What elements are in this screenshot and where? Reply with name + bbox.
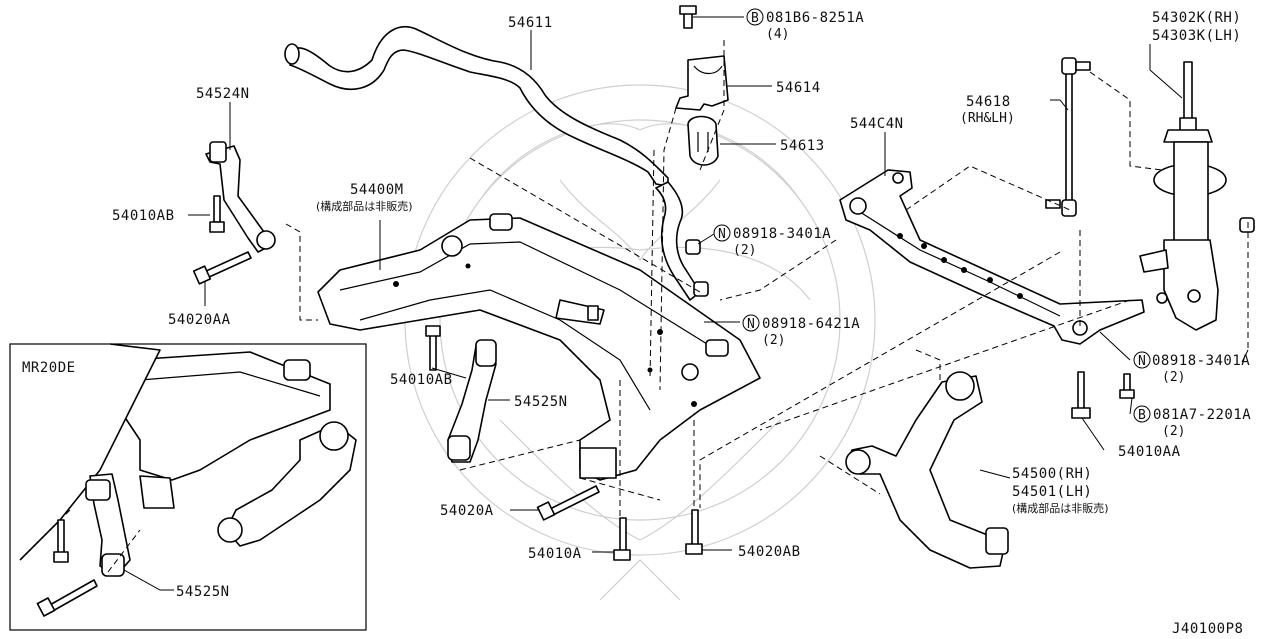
label-08918-3401a-1-qty: (2) xyxy=(733,243,756,258)
label-54020ab: 54020AB xyxy=(738,544,801,560)
label-08918-3401a-1: 08918-3401A xyxy=(733,226,831,242)
front-subframe[interactable] xyxy=(317,213,761,481)
label-54613: 54613 xyxy=(780,138,825,154)
bolt-54010ab-left[interactable] xyxy=(209,195,225,233)
watermark-emblem-icon xyxy=(404,84,876,601)
label-54010ab-left: 54010AB xyxy=(112,208,175,224)
bolt-54010ab-mid[interactable] xyxy=(425,325,441,371)
stabilizer-bushing[interactable] xyxy=(687,115,719,166)
label-54303k: 54303K(LH) xyxy=(1152,28,1241,44)
crossmember-544c4n[interactable] xyxy=(839,169,1145,345)
bolt-081a7[interactable] xyxy=(1119,373,1135,399)
n-symbol-icon-3 xyxy=(1133,351,1151,369)
label-54010aa: 54010AA xyxy=(1118,444,1181,460)
b-symbol-letter: B xyxy=(751,11,759,26)
label-54501: 54501(LH) xyxy=(1012,484,1092,500)
leader-lines xyxy=(188,16,1249,553)
stabilizer-link-54618[interactable] xyxy=(1045,57,1091,217)
label-54524n: 54524N xyxy=(196,86,250,102)
label-54400m: 54400M xyxy=(350,182,404,198)
label-081b6-8251a: 081B6-8251A xyxy=(766,10,864,26)
label-54525n-inset: 54525N xyxy=(176,584,230,600)
label-08918-3401a-2-qty: (2) xyxy=(1162,370,1185,385)
diagram-code: J40100P8 xyxy=(1172,621,1243,637)
label-081a7-2201a-qty: (2) xyxy=(1162,424,1185,439)
n-symbol-icon-2 xyxy=(742,314,760,332)
bolt-54020aa-left[interactable] xyxy=(192,251,252,285)
stabilizer-bracket[interactable] xyxy=(675,5,729,111)
inset-title: MR20DE xyxy=(22,360,76,376)
link-54525n[interactable] xyxy=(447,339,497,463)
bolt-54010aa[interactable] xyxy=(1071,371,1091,419)
label-081b6-qty: (4) xyxy=(766,27,789,42)
label-54500-note: (構成部品は非販売) xyxy=(1012,501,1109,515)
label-544c4n: 544C4N xyxy=(850,116,904,132)
b-symbol-letter-2: B xyxy=(1138,408,1146,423)
label-54400m-note: (構成部品は非販売) xyxy=(316,199,413,213)
link-54524n[interactable] xyxy=(205,141,276,253)
label-54302k: 54302K(RH) xyxy=(1152,10,1241,26)
label-54614: 54614 xyxy=(776,80,821,96)
bolt-54010a[interactable] xyxy=(613,517,631,561)
n-symbol-letter-2: N xyxy=(747,317,755,332)
bolt-54020a[interactable] xyxy=(536,485,600,521)
label-08918-3401a-2: 08918-3401A xyxy=(1152,353,1250,369)
strut-assembly[interactable] xyxy=(1139,61,1255,331)
n-symbol-letter-3: N xyxy=(1138,354,1146,369)
label-54611: 54611 xyxy=(508,15,553,31)
stabilizer-bar[interactable] xyxy=(284,26,701,301)
label-54010ab-mid: 54010AB xyxy=(390,372,453,388)
b-symbol-icon-2 xyxy=(1133,405,1151,423)
label-54010a: 54010A xyxy=(528,546,582,562)
bolt-54020ab[interactable] xyxy=(685,509,703,555)
label-54618: 54618 xyxy=(966,94,1011,110)
label-54525n-mid: 54525N xyxy=(514,394,568,410)
label-54618-note: (RH&LH) xyxy=(960,111,1015,126)
inset-mr20de xyxy=(9,343,367,631)
label-081a7-2201a: 081A7-2201A xyxy=(1153,407,1251,423)
label-08918-6421a-qty: (2) xyxy=(762,333,785,348)
n-symbol-letter-1: N xyxy=(718,227,726,242)
b-symbol-icon xyxy=(746,8,764,26)
n-symbol-icon-1 xyxy=(713,224,731,242)
label-08918-6421a: 08918-6421A xyxy=(762,316,860,332)
lower-control-arm[interactable] xyxy=(845,371,1009,569)
label-54020aa-left: 54020AA xyxy=(168,312,231,328)
label-54500: 54500(RH) xyxy=(1012,466,1092,482)
label-54020a: 54020A xyxy=(440,503,494,519)
alignment-lines xyxy=(285,40,1249,516)
